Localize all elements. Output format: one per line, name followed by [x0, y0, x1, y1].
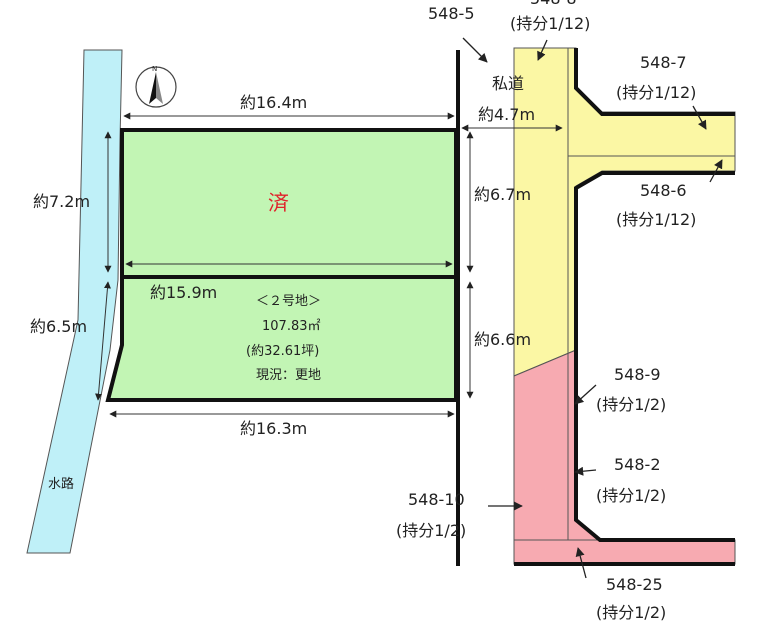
dim-top-width: 約16.4m [240, 93, 307, 112]
parcel-548-25-share: (持分1/2) [596, 603, 666, 622]
dim-right-upper: 約6.7m [474, 185, 531, 204]
parcel-548-2-number: 548-2 [614, 455, 661, 474]
parcel-548-top-number: 548-8 [530, 0, 577, 8]
dim-mid-width: 約15.9m [150, 283, 217, 302]
lot2-name: ＜２号地＞ [256, 294, 321, 309]
lot2-area-tsubo: (約32.61坪) [246, 344, 319, 359]
lot2-area-m2: 107.83㎡ [262, 319, 321, 334]
dim-left-lower: 約6.5m [30, 317, 87, 336]
sold-lot [120, 128, 458, 279]
parcel-548-10-share: (持分1/2) [396, 521, 466, 540]
waterway [26, 49, 123, 554]
parcel-548-25-number: 548-25 [606, 575, 663, 594]
parcel-548-9-number: 548-9 [614, 365, 661, 384]
parcel-548-10-number: 548-10 [408, 490, 465, 509]
parcel-548-6-share: (持分1/12) [616, 210, 696, 229]
parcel-548-7-share: (持分1/12) [616, 83, 696, 102]
parcel-548-7-number: 548-7 [640, 53, 687, 72]
parcel-548-top-share: (持分1/12) [510, 14, 590, 33]
parcel-548-5-number: 548-5 [428, 4, 475, 23]
dim-bottom-width: 約16.3m [240, 419, 307, 438]
parcel-548-2-share: (持分1/2) [596, 486, 666, 505]
lot-2 [105, 275, 458, 402]
parcel-548-6-number: 548-6 [640, 181, 687, 200]
lot2-status: 現況：更地 [256, 368, 321, 383]
parcel-548-9-share: (持分1/2) [596, 395, 666, 414]
compass-north-label: N [152, 65, 157, 73]
dim-left-upper: 約7.2m [33, 192, 90, 211]
dim-right-lower: 約6.6m [474, 330, 531, 349]
dim-road-width: 約4.7m [478, 105, 535, 124]
compass-icon: N [135, 65, 177, 108]
waterway-label: 水路 [48, 476, 74, 492]
sold-mark: 済 [268, 191, 289, 215]
private-road-label: 私道 [492, 74, 524, 93]
